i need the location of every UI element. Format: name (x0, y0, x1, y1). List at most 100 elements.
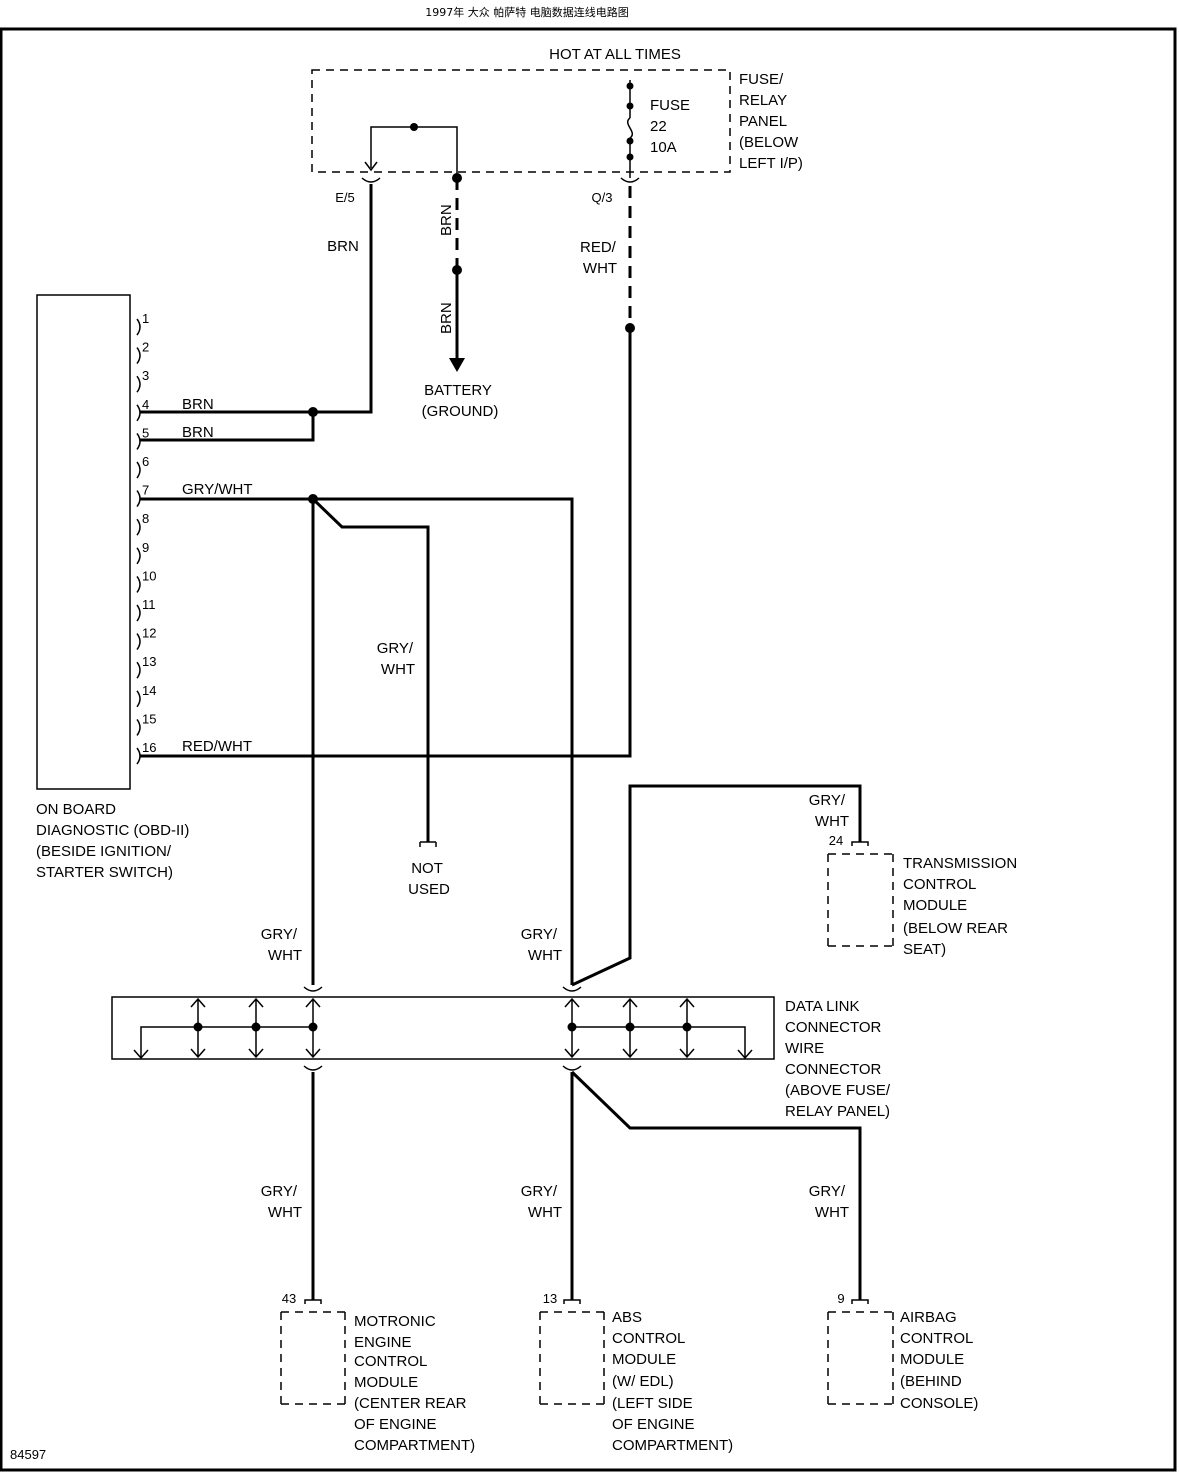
transmission-module: 24 GRY/ WHT TRANSMISSION CONTROL MODULE … (571, 784, 1021, 987)
motronic-wire-label: GRY/ WHT (261, 1183, 302, 1221)
dlc-right-end-icon (737, 1049, 753, 1060)
obd-pin-7-icon (136, 490, 141, 508)
obd-pin-16-number: 16 (142, 740, 156, 755)
terminal-e5-icon (361, 177, 381, 183)
abs-pin-label: 13 (543, 1291, 557, 1306)
dlc-label: DATA LINK CONNECTOR WIRE CONNECTOR (ABOV… (785, 998, 894, 1120)
obd-pin-1-icon (136, 318, 141, 336)
obd-pin-3-number: 3 (142, 368, 149, 383)
ground-arrow-icon (449, 358, 465, 372)
dlc-left-end-icon (133, 1049, 149, 1060)
obd-pin-12-number: 12 (142, 626, 156, 641)
obd-pin-4-icon (136, 404, 141, 422)
red-wht-label: RED/ WHT (580, 239, 620, 277)
fuse-panel-box (311, 69, 731, 173)
pin7-wire-label: GRY/WHT (182, 481, 253, 498)
obd-pin-12-icon (136, 633, 141, 651)
data-link-connector: DATA LINK CONNECTOR WIRE CONNECTOR (ABOV… (111, 986, 894, 1120)
dlc-splice-dot (251, 1022, 261, 1032)
dlc-splice-dot (308, 1022, 318, 1032)
obd-pin-5-number: 5 (142, 425, 149, 440)
brn-ground-label-2: BRN (438, 302, 455, 334)
obd-pin-9-icon (136, 547, 141, 565)
obd-pin-15-number: 15 (142, 711, 156, 726)
brn-wire-obd: BRN (140, 184, 373, 442)
dlc-left-bus (190, 997, 321, 1059)
obd-pin-10-number: 10 (142, 568, 156, 583)
dlc-body (111, 996, 775, 1060)
airbag-pin-label: 9 (837, 1291, 844, 1306)
dlc-splice-dot (193, 1022, 203, 1032)
motronic-box (280, 1311, 346, 1405)
hot-at-all-times-label: HOT AT ALL TIMES (549, 46, 681, 63)
gry-wht-label-mid: GRY/ WHT (377, 640, 418, 678)
obd-pin-16-icon (136, 747, 141, 765)
terminal-e5-label: E/5 (335, 190, 355, 205)
obd-connector-body (36, 294, 131, 790)
dlc-splice-dot (625, 1022, 635, 1032)
diagram-frame (0, 27, 1177, 1472)
terminal-q3-icon (620, 177, 640, 183)
fuse-22-icon (626, 80, 634, 178)
not-used-label: NOT USED (408, 860, 450, 898)
obd-pin-13-icon (136, 661, 141, 679)
motronic-pin-label: 43 (282, 1291, 296, 1306)
obd-pin-1-number: 1 (142, 311, 149, 326)
pin16-wire-label: RED/WHT (182, 738, 252, 755)
fuse-22-label: FUSE 22 10A (650, 97, 694, 156)
airbag-label: AIRBAG CONTROL MODULE (BEHIND CONSOLE) (900, 1309, 978, 1412)
gry-wht-label-left: GRY/ WHT (261, 926, 302, 964)
obd-pin-11-icon (136, 604, 141, 622)
obd-pin-10-icon (136, 575, 141, 593)
obd-pin-13-number: 13 (142, 654, 156, 669)
tcm-pin-label: 24 (829, 833, 843, 848)
brn-wire-label: BRN (327, 238, 359, 255)
gry-wht-label-right: GRY/ WHT (521, 926, 562, 964)
obd-pin-14-number: 14 (142, 683, 156, 698)
dlc-splice-dot (682, 1022, 692, 1032)
abs-wire-label: GRY/ WHT (521, 1183, 562, 1221)
obd-pin-9-number: 9 (142, 540, 149, 555)
obd-pin-6-number: 6 (142, 454, 149, 469)
gry-wht-wire-pin7: GRY/ WHT NOT USED GRY/ WHT GRY/ WHT (140, 494, 574, 985)
obd-pin-5-icon (136, 432, 141, 450)
tcm-wire-label: GRY/ WHT (809, 792, 850, 830)
motronic-label: MOTRONIC ENGINE CONTROL MODULE (CENTER R… (354, 1313, 475, 1454)
red-wht-wire: RED/ WHT (140, 186, 635, 758)
obd-pin-3-icon (136, 375, 141, 393)
fuse-panel-label: FUSE/ RELAY PANEL (BELOW LEFT I/P) (739, 71, 803, 172)
lower-wires: GRY/ WHT GRY/ WHT GRY/ WHT (261, 1070, 862, 1300)
abs-box (539, 1311, 605, 1405)
pin4-wire-label: BRN (182, 396, 214, 413)
airbag-module: 9 AIRBAG CONTROL MODULE (BEHIND CONSOLE) (827, 1291, 978, 1412)
motronic-module: 43 MOTRONIC ENGINE CONTROL MODULE (CENTE… (280, 1291, 475, 1454)
obd-pin-14-icon (136, 690, 141, 708)
header-title: 1997年 大众 帕萨特 电脑数据连线电路图 (425, 5, 628, 19)
dlc-splice-dot (567, 1022, 577, 1032)
terminal-q3-label: Q/3 (592, 190, 613, 205)
airbag-box (827, 1311, 894, 1405)
obd-pin-7-number: 7 (142, 483, 149, 498)
tcm-label: TRANSMISSION CONTROL MODULE (BELOW REAR … (903, 855, 1021, 958)
abs-module: 13 ABS CONTROL MODULE (W/ EDL) (LEFT SID… (539, 1291, 733, 1454)
obd-pin-8-icon (136, 518, 141, 536)
obd-pin-4-number: 4 (142, 397, 149, 412)
obd-pin-2-number: 2 (142, 340, 149, 355)
obd-pin-2-icon (136, 347, 141, 365)
brn-ground-label-1: BRN (438, 204, 455, 236)
obd-pin-6-icon (136, 461, 141, 479)
abs-label: ABS CONTROL MODULE (W/ EDL) (LEFT SIDE O… (612, 1309, 733, 1454)
obd-pin-8-number: 8 (142, 511, 149, 526)
brn-ground-wire: BRN BRN BATTERY (GROUND) (422, 173, 499, 420)
fuse-relay-panel: HOT AT ALL TIMES FUSE/ RELAY PANEL (BELO… (311, 46, 803, 205)
obd-pin-15-icon (136, 718, 141, 736)
pin5-wire-label: BRN (182, 424, 214, 441)
internal-ground-bus (370, 126, 458, 178)
dlc-right-bus (564, 997, 695, 1059)
figure-id: 84597 (10, 1447, 46, 1462)
airbag-wire-label: GRY/ WHT (809, 1183, 850, 1221)
battery-label: BATTERY (GROUND) (422, 382, 499, 420)
